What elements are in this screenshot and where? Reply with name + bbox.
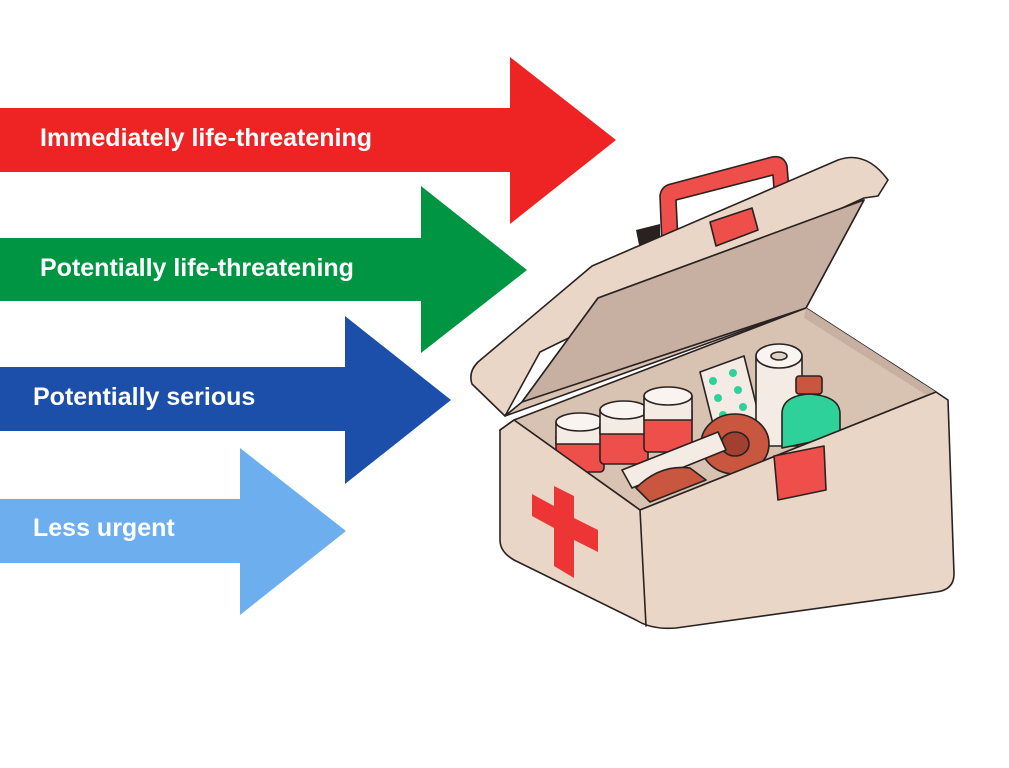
arrow-label: Less urgent xyxy=(33,514,175,542)
arrow-shape xyxy=(0,186,527,353)
kit-latch xyxy=(773,445,827,501)
pill-bottle xyxy=(599,400,649,465)
red-cross-icon xyxy=(532,486,598,578)
pill-bottle xyxy=(643,386,693,453)
bandage-roll xyxy=(621,413,770,503)
arrow-shape xyxy=(0,57,616,224)
arrow-label: Immediately life-threatening xyxy=(40,124,372,152)
arrow-shape xyxy=(0,316,451,484)
kit-lid-clasp xyxy=(709,207,759,247)
arrow-potentially-life-threatening: Potentially life-threatening xyxy=(0,186,527,353)
arrow-less-urgent: Less urgent xyxy=(0,448,346,615)
arrow-potentially-serious: Potentially serious xyxy=(0,316,451,484)
arrow-label: Potentially serious xyxy=(33,383,255,411)
first-aid-kit-icon xyxy=(470,155,955,630)
arrow-shape xyxy=(0,448,346,615)
green-bottle xyxy=(781,375,841,449)
kit-body xyxy=(499,391,955,630)
kit-lid xyxy=(470,156,889,417)
arrow-label: Potentially life-threatening xyxy=(40,254,354,282)
arrow-immediately-life-threatening: Immediately life-threatening xyxy=(0,57,616,224)
